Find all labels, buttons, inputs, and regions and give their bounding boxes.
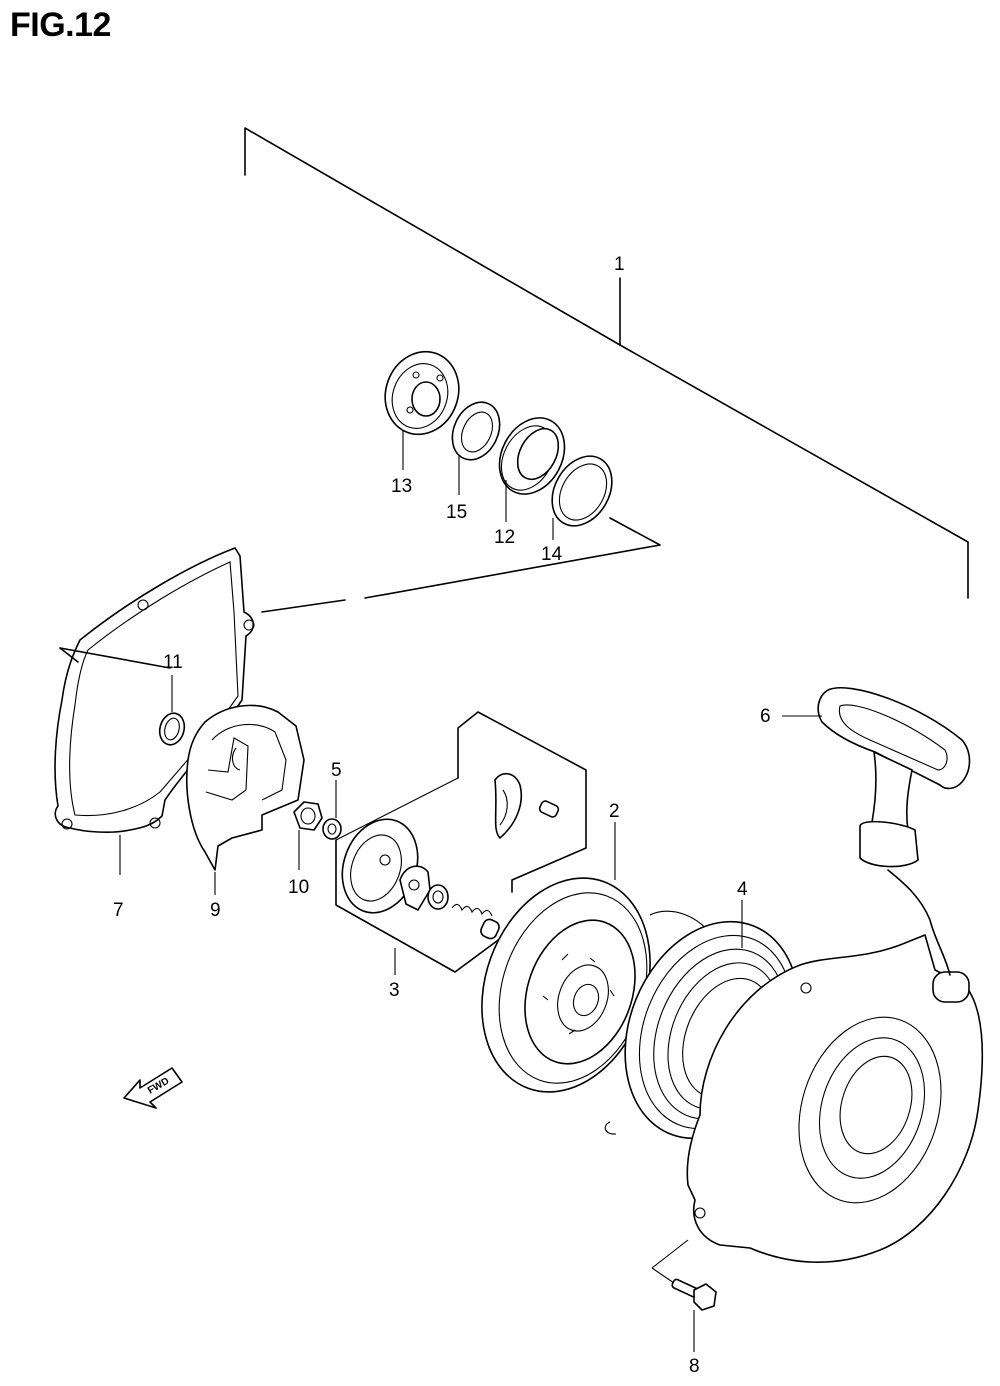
callout-10: 10 [288,877,309,898]
ratchet-kit-3 [335,711,587,975]
callout-1: 1 [614,254,625,275]
callout-12: 12 [494,527,515,548]
starter-handle-6 [782,686,971,868]
callout-8: 8 [689,1356,700,1377]
callout-6: 6 [760,706,771,727]
callout-2: 2 [609,801,620,822]
ring-15 [451,401,501,495]
callout-14: 14 [541,544,563,565]
callout-11: 11 [163,652,183,673]
callout-5: 5 [331,760,342,781]
bearing-13 [384,350,460,470]
callout-15: 15 [446,502,467,523]
callout-4: 4 [737,879,748,900]
nut-10 [293,801,323,870]
callout-labels: 1 2 3 4 5 6 7 8 9 10 11 12 13 14 15 [113,254,771,1377]
housing-bracket [59,517,661,669]
drive-pulley-9 [185,704,305,895]
ring-14 [551,455,613,540]
callout-3: 3 [389,980,400,1001]
starter-case [686,869,983,1263]
figure-title: FIG.12 [10,6,111,44]
o-ring-11 [158,675,186,746]
assembly-bracket-1 [244,127,969,599]
callout-7: 7 [113,900,124,921]
callout-13: 13 [391,476,412,497]
bolt-8 [651,1239,717,1352]
oil-seal-12 [498,417,566,522]
forward-arrow-icon: FWD [123,1067,183,1109]
gasket-7 [54,547,255,875]
callout-9: 9 [210,900,221,921]
washer-5 [322,780,342,840]
